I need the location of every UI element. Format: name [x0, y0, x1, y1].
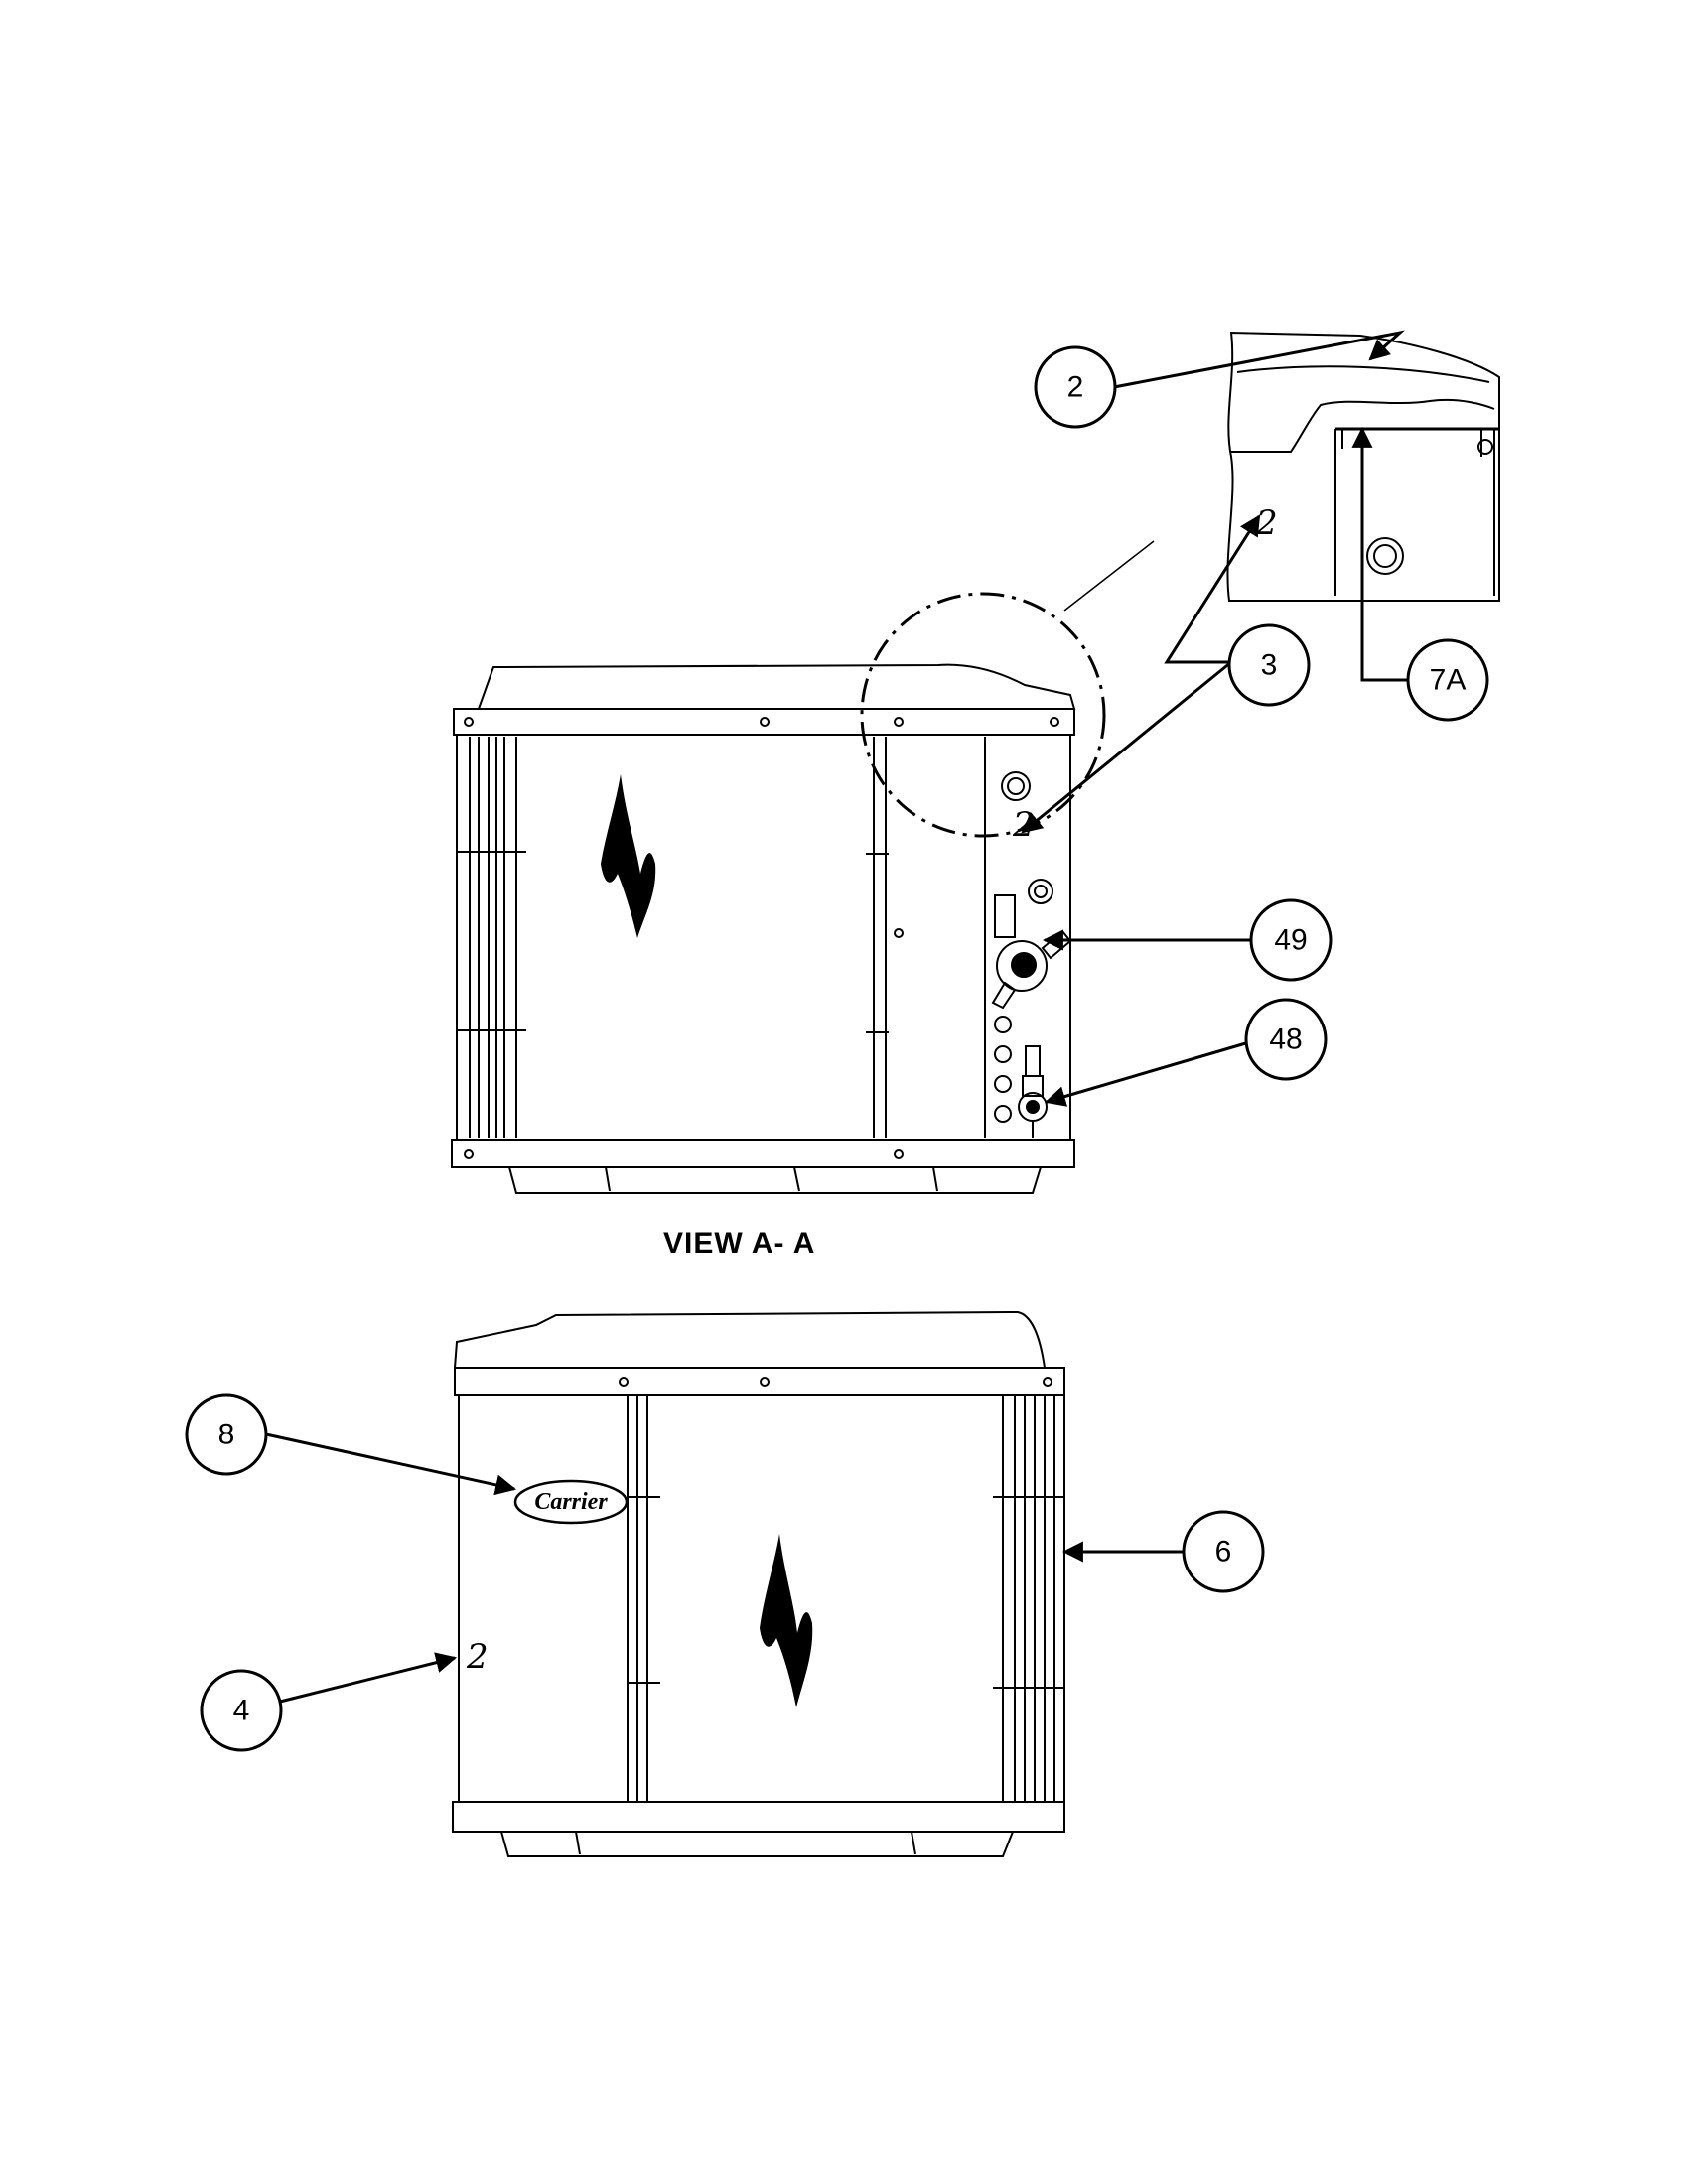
- unit-front-view: [452, 1310, 1065, 1857]
- detail-leader-line: [1063, 540, 1155, 612]
- callout-3-label: 3: [1261, 649, 1278, 682]
- callout-3: 3: [1227, 623, 1311, 707]
- callout-49: 49: [1249, 898, 1333, 982]
- callout-4-label: 4: [233, 1695, 250, 1727]
- fin-logo-icon: [601, 774, 656, 938]
- callout-6: 6: [1182, 1510, 1265, 1593]
- callout-4: 4: [200, 1669, 283, 1752]
- leader-lines: [265, 330, 1410, 1705]
- callout-2: 2: [1034, 345, 1117, 429]
- callout-6-label: 6: [1215, 1536, 1232, 1569]
- detail-panel-mark: 2: [1255, 503, 1278, 543]
- callout-8: 8: [185, 1393, 268, 1476]
- view-label: VIEW A- A: [663, 1227, 815, 1260]
- callout-48-label: 48: [1269, 1024, 1302, 1056]
- callout-7a: 7A: [1406, 638, 1489, 722]
- callout-2-label: 2: [1067, 371, 1084, 404]
- brand-logo-text: Carrier: [534, 1489, 608, 1515]
- callout-7a-label: 7A: [1430, 664, 1467, 697]
- callout-48: 48: [1244, 998, 1328, 1081]
- unit-view-a-a: [451, 663, 1076, 1194]
- callout-8-label: 8: [218, 1419, 235, 1451]
- detail-circle-marker: [860, 592, 1106, 838]
- callout-49-label: 49: [1274, 924, 1307, 957]
- fin-logo-icon-2: [760, 1534, 813, 1707]
- brand-logo-badge: [513, 1479, 629, 1525]
- front-panel-mark: 2: [466, 1637, 489, 1677]
